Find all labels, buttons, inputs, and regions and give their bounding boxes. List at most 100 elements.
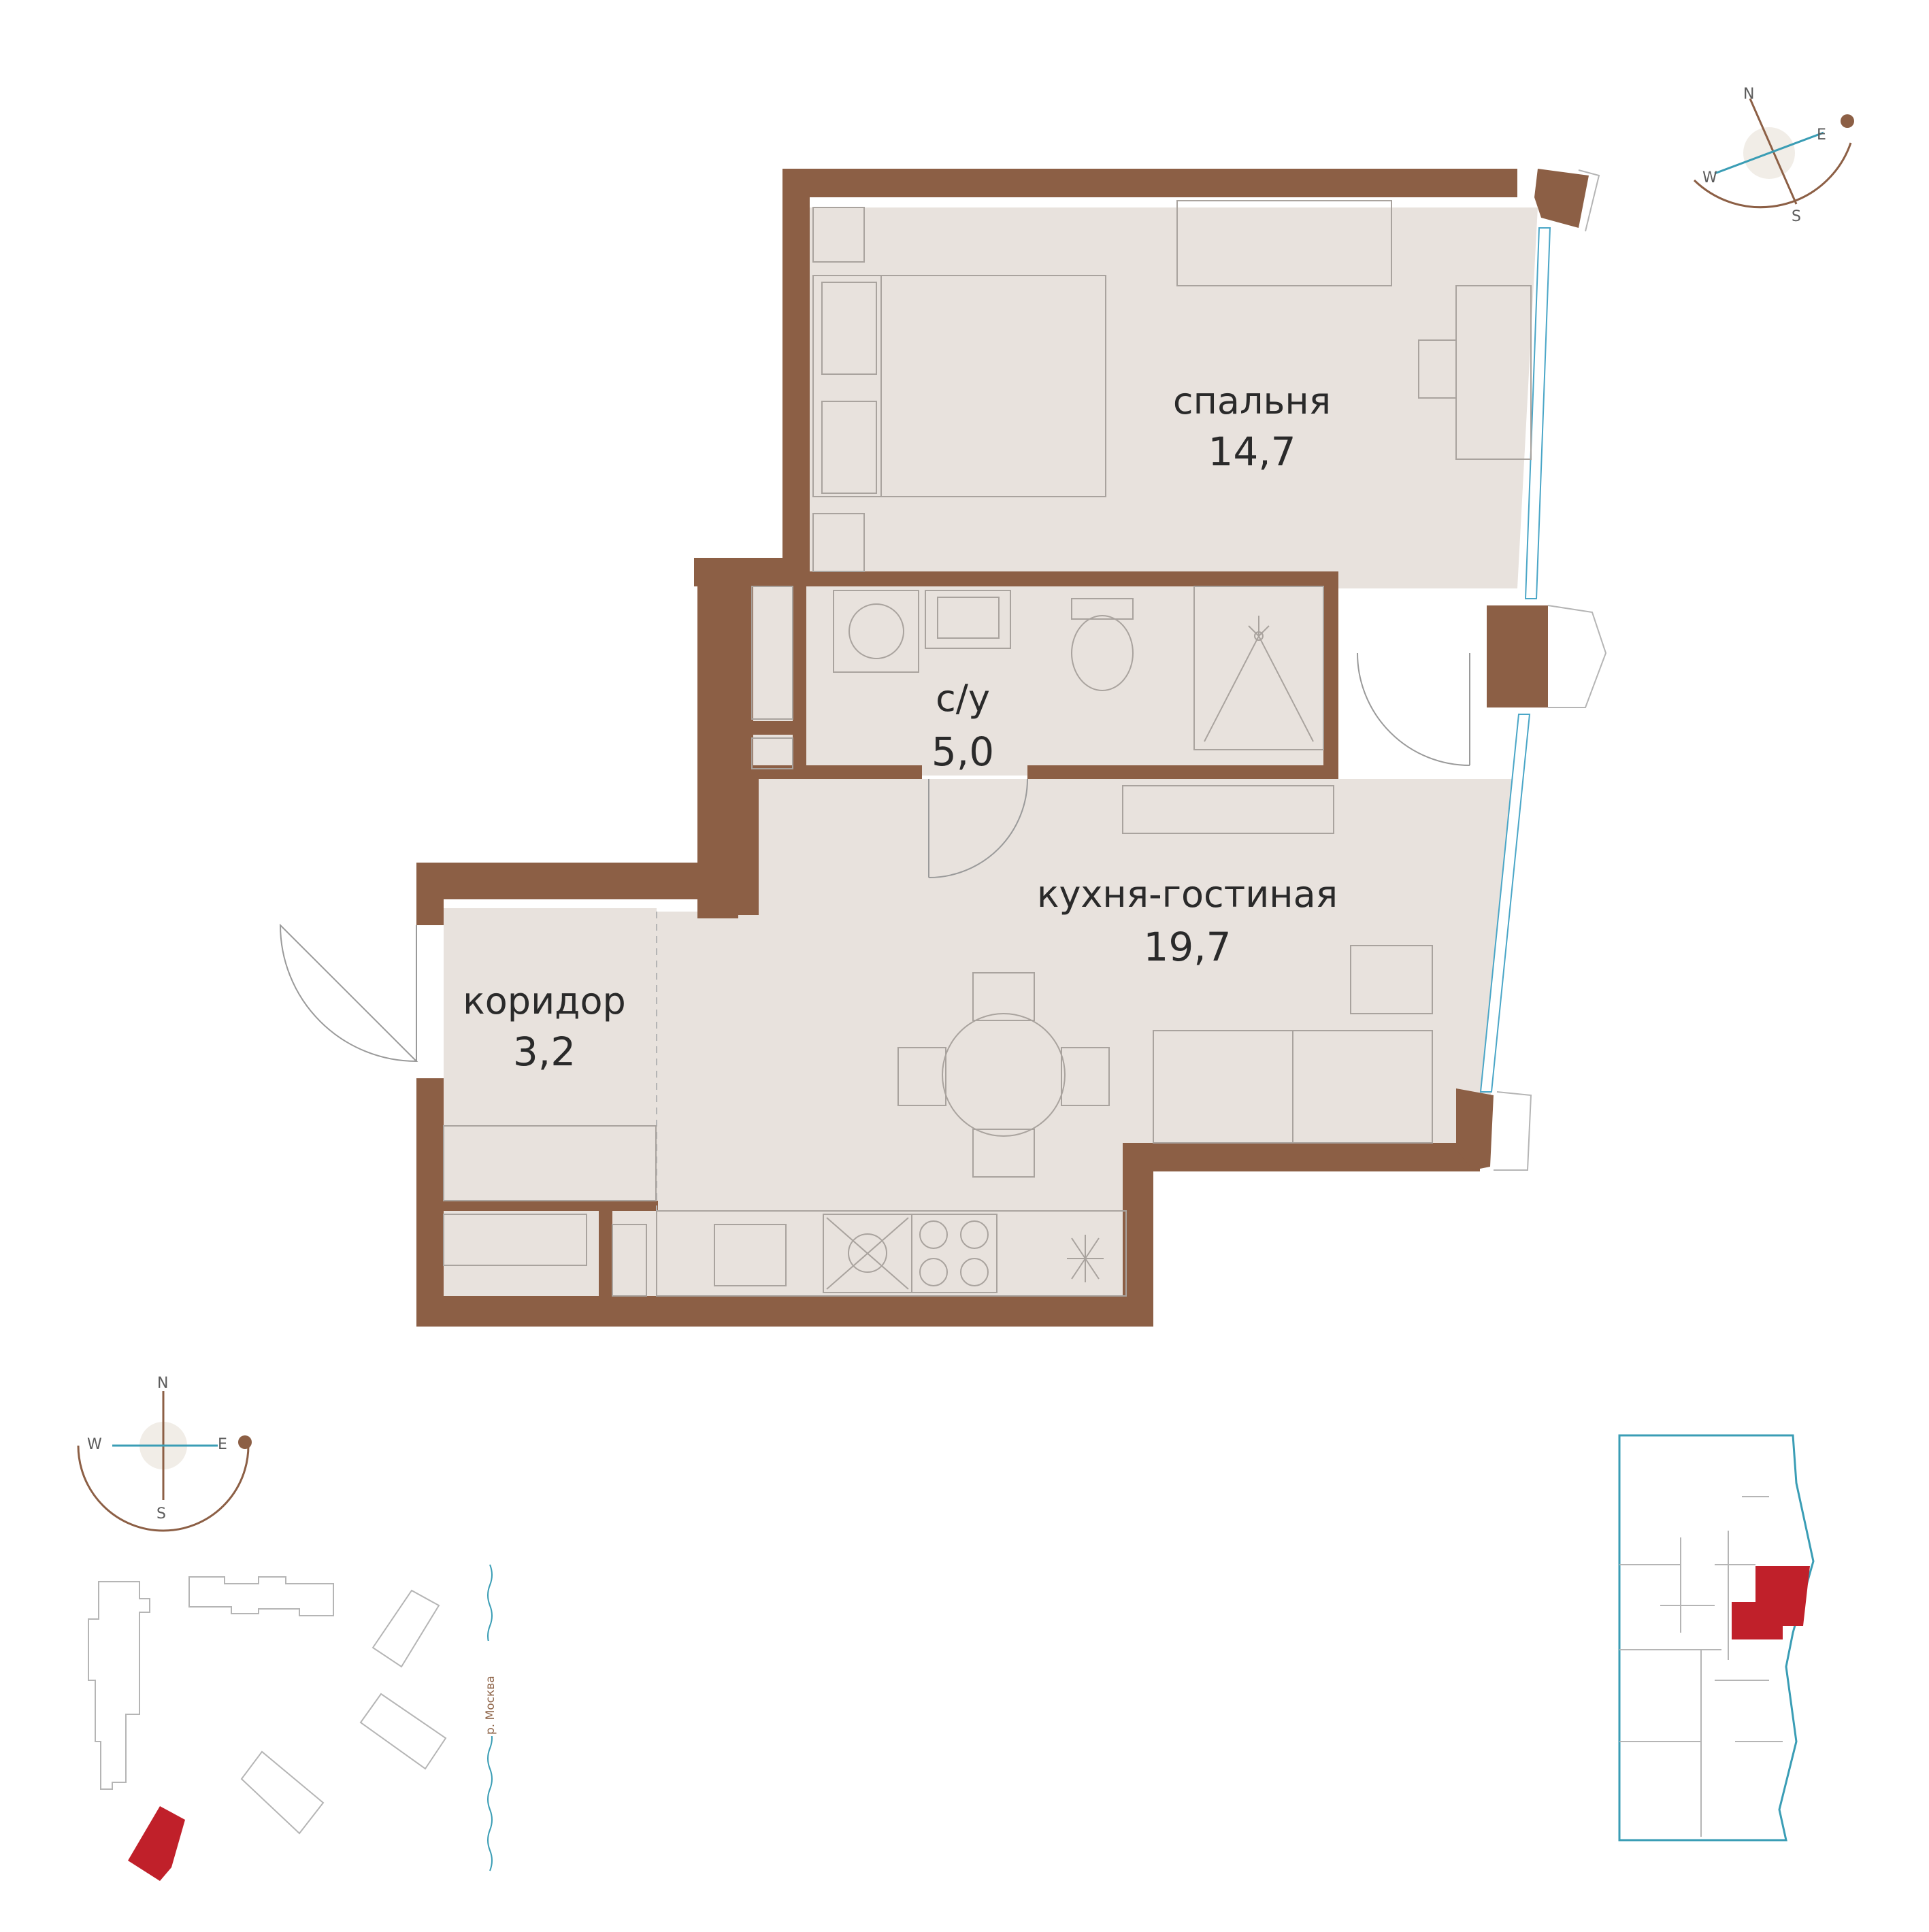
bed-headboard — [812, 275, 882, 497]
pillow-top — [821, 282, 877, 375]
compass-top-w: W — [1702, 169, 1717, 186]
shower-drain — [1254, 631, 1264, 641]
key-plan-partitions — [1619, 1496, 1783, 1837]
bedroom-label: спальня — [1173, 380, 1331, 422]
kitchen-area: 19,7 — [1143, 924, 1231, 970]
balcony-outline-top — [1578, 169, 1600, 232]
corridor-wardrobe — [443, 1125, 657, 1201]
chair-bottom — [972, 1129, 1035, 1178]
key-plan-outline — [1618, 1434, 1815, 1842]
washer — [833, 590, 919, 673]
building-2 — [188, 1576, 334, 1616]
compass-top: N E S W — [1693, 86, 1854, 225]
bedroom-area: 14,7 — [1208, 429, 1296, 475]
wall-living-bottom — [1123, 1143, 1480, 1171]
kitchen-label: кухня-гостиная — [1037, 873, 1338, 916]
wall-bath-right — [1323, 571, 1338, 779]
nightstand-top — [812, 207, 865, 263]
corridor-area: 3,2 — [513, 1029, 576, 1075]
compass-bottom-e: E — [218, 1436, 227, 1453]
wall-bath-top2 — [803, 571, 1334, 586]
compass-bottom: N E S W — [77, 1375, 252, 1532]
wall-corridor-left-b — [416, 1078, 444, 1327]
compass-bottom-arc — [77, 1445, 250, 1532]
hood-cross-icon — [826, 1217, 909, 1290]
wall-corner-ne — [1534, 169, 1589, 228]
building-5 — [240, 1750, 325, 1835]
kitchen-counter — [656, 1210, 1127, 1297]
walls — [416, 169, 1589, 1327]
chair-right — [1061, 1047, 1110, 1106]
hood-icon — [848, 1233, 887, 1273]
armchair — [1350, 945, 1433, 1014]
washer-drum-icon — [848, 603, 904, 659]
building-1 — [88, 1581, 150, 1790]
window-bedroom — [1524, 227, 1551, 599]
compass-bottom-w: W — [87, 1436, 102, 1453]
building-4 — [359, 1693, 447, 1770]
kitchen-floor — [657, 779, 1517, 1296]
wall-bedroom-top — [782, 169, 1517, 197]
bedroom-floor — [806, 207, 1538, 588]
wall-bath-bottom-a — [735, 765, 922, 779]
wall-shaft-mid — [742, 721, 793, 735]
balcony-outline-low — [1494, 1091, 1532, 1171]
key-plan-apartment-highlight — [1732, 1566, 1810, 1639]
bathroom-area: 5,0 — [931, 729, 994, 775]
compass-top-arc — [1693, 142, 1852, 209]
site-plan: р. Москва — [88, 1564, 498, 1881]
wall-corner-se — [1456, 1088, 1494, 1170]
sink-counter — [925, 590, 1011, 649]
fridge-star-icon — [1067, 1235, 1104, 1282]
shaft-box-a — [751, 586, 793, 720]
compass-bottom-sun-icon — [238, 1435, 252, 1449]
compass-top-ew-line — [1714, 131, 1824, 175]
pillow-bottom — [821, 401, 877, 494]
river-label-bg — [482, 1641, 498, 1736]
sink-basin — [937, 597, 1000, 639]
kitchen-sink — [714, 1224, 787, 1286]
shower-tray — [1193, 586, 1324, 750]
balcony-outline-mid — [1547, 605, 1607, 708]
corridor-label: коридор — [463, 980, 626, 1022]
chair-left — [897, 1047, 946, 1106]
door-entrance — [279, 923, 418, 1063]
living-furniture — [443, 785, 1433, 1297]
compass-bottom-s: S — [156, 1505, 166, 1522]
door-bathroom — [928, 778, 1028, 878]
wall-shaft-div — [738, 578, 753, 782]
wall-bath-bottom-b — [1027, 765, 1337, 779]
burner-3 — [919, 1258, 948, 1286]
storage-cabinet — [443, 1214, 587, 1266]
wardrobe — [1176, 200, 1392, 286]
wall-storage-b — [444, 1201, 658, 1211]
compass-top-n: N — [1743, 86, 1754, 103]
burner-2 — [960, 1220, 989, 1249]
compass-top-e: E — [1817, 127, 1826, 144]
wall-corridor-left-a — [416, 863, 444, 925]
current-building-highlight — [128, 1806, 185, 1881]
wall-kitchen-left — [731, 779, 759, 915]
burner-1 — [919, 1220, 948, 1249]
bathroom-fixtures — [751, 586, 1324, 769]
wall-corridor-top — [416, 863, 757, 891]
burner-4 — [960, 1258, 989, 1286]
building-3 — [372, 1589, 440, 1668]
river-label: р. Москва — [484, 1676, 497, 1735]
wall-bedroom-left — [782, 169, 810, 584]
bathroom-floor — [738, 585, 1337, 776]
nightstand-bottom — [812, 513, 865, 572]
corridor-floor — [444, 908, 657, 1296]
window-living — [1479, 714, 1531, 1093]
wall-storage-a — [599, 1211, 612, 1299]
compass-top-sun-icon — [1841, 114, 1854, 128]
chair-top — [972, 972, 1035, 1021]
wall-corridor-top2 — [444, 891, 729, 899]
toilet-tank — [1071, 598, 1134, 620]
bathroom-label: с/у — [936, 677, 990, 720]
tv-stand — [1122, 785, 1334, 834]
compass-top-s: S — [1792, 208, 1801, 225]
toilet-bowl — [1071, 615, 1134, 691]
